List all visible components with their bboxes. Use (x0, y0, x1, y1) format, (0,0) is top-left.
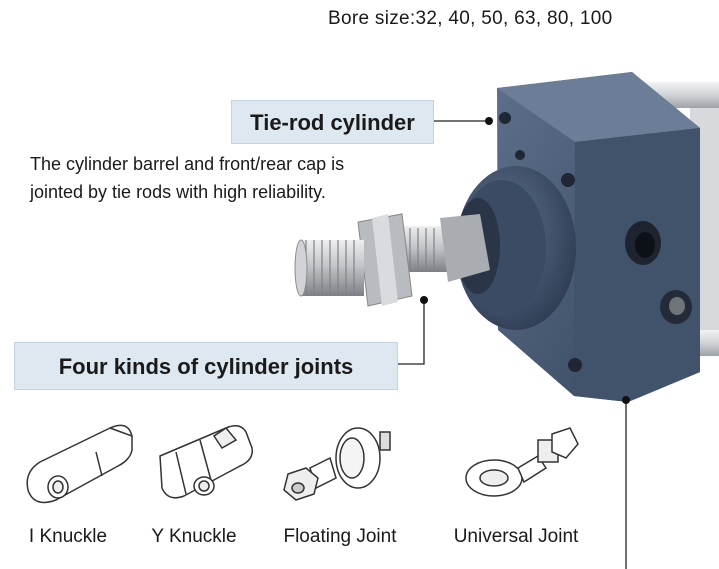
bore-size-text: Bore size:32, 40, 50, 63, 80, 100 (328, 8, 613, 29)
floating-joint-label: Floating Joint (283, 526, 397, 547)
tie-rod-cylinder-label: Tie-rod cylinder (231, 100, 434, 144)
tie-rod-description-line-2: jointed by tie rods with high reliabilit… (30, 182, 326, 202)
callout-dot-joints (420, 296, 428, 304)
callout-dot-tie-rod (485, 117, 493, 125)
universal-joint-label: Universal Joint (453, 526, 579, 547)
tie-rod-description: The cylinder barrel and front/rear cap i… (30, 150, 344, 206)
piston-rod (294, 213, 490, 307)
callout-lines (398, 120, 627, 569)
i-knuckle-label: I Knuckle (28, 526, 108, 547)
tie-rod-description-line-1: The cylinder barrel and front/rear cap i… (30, 154, 345, 174)
y-knuckle-label: Y Knuckle (151, 526, 237, 547)
front-cap (497, 72, 700, 402)
universal-joint-icon (465, 427, 579, 497)
y-knuckle-icon (159, 425, 253, 499)
i-knuckle-icon (26, 424, 133, 504)
floating-joint-icon (283, 427, 391, 501)
callout-dot-cap (622, 396, 630, 404)
cylinder-joints-label: Four kinds of cylinder joints (14, 342, 398, 390)
